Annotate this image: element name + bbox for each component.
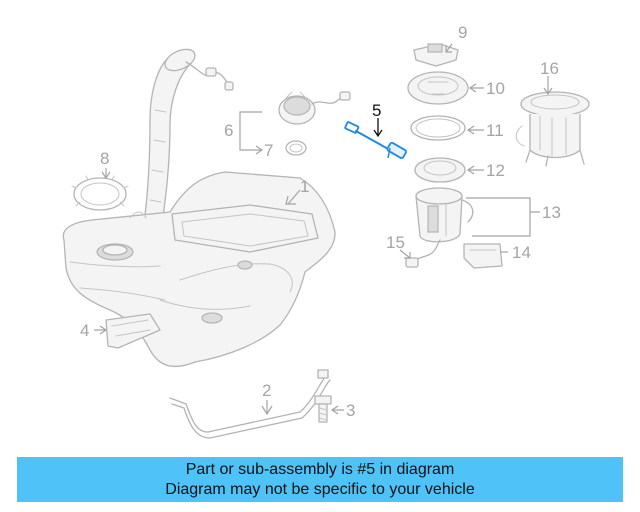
fuel-level-sender-highlight — [344, 121, 407, 159]
filler-neck — [141, 48, 234, 237]
callout-5: 5 — [372, 101, 381, 120]
pump-lock-ring — [414, 157, 466, 183]
banner-line-part: Part or sub-assembly is #5 in diagram — [185, 460, 455, 478]
callout-4: 4 — [80, 321, 89, 340]
callout-3: 3 — [346, 401, 355, 420]
callout-7: 7 — [264, 141, 273, 160]
callout-11: 11 — [486, 121, 504, 140]
tank-bracket — [105, 313, 161, 349]
pump-connector — [413, 43, 459, 67]
pump-seal — [410, 115, 466, 141]
pump-bracket — [463, 243, 503, 269]
info-banner: Part or sub-assembly is #5 in diagram Di… — [17, 457, 623, 502]
callout-8: 8 — [100, 149, 109, 168]
callout-12: 12 — [486, 161, 505, 180]
bolt — [314, 395, 332, 423]
fuel-tank — [62, 171, 336, 368]
pump-sender-assembly — [515, 91, 590, 167]
callout-2: 2 — [262, 381, 271, 400]
callout-leaders — [94, 43, 553, 416]
callout-15: 15 — [386, 233, 405, 252]
callout-6: 6 — [224, 121, 233, 140]
fuel-pump-module — [415, 187, 474, 243]
fuel-cap — [278, 91, 351, 125]
lock-ring — [71, 175, 129, 211]
tank-strap — [169, 369, 331, 439]
callout-10: 10 — [486, 79, 505, 98]
callout-9: 9 — [458, 23, 467, 42]
pump-flange — [407, 71, 469, 105]
callout-16: 16 — [540, 59, 559, 78]
wiring-harness — [405, 239, 441, 268]
parts-diagram: 1 2 3 4 5 6 7 8 9 10 11 12 13 14 15 16 — [62, 23, 590, 439]
callout-1: 1 — [300, 177, 309, 196]
callout-leader-5 — [373, 118, 383, 138]
callout-14: 14 — [512, 243, 531, 262]
callout-13: 13 — [542, 203, 561, 222]
cap-gasket — [285, 140, 307, 156]
banner-line-disclaimer: Diagram may not be specific to your vehi… — [165, 480, 475, 498]
